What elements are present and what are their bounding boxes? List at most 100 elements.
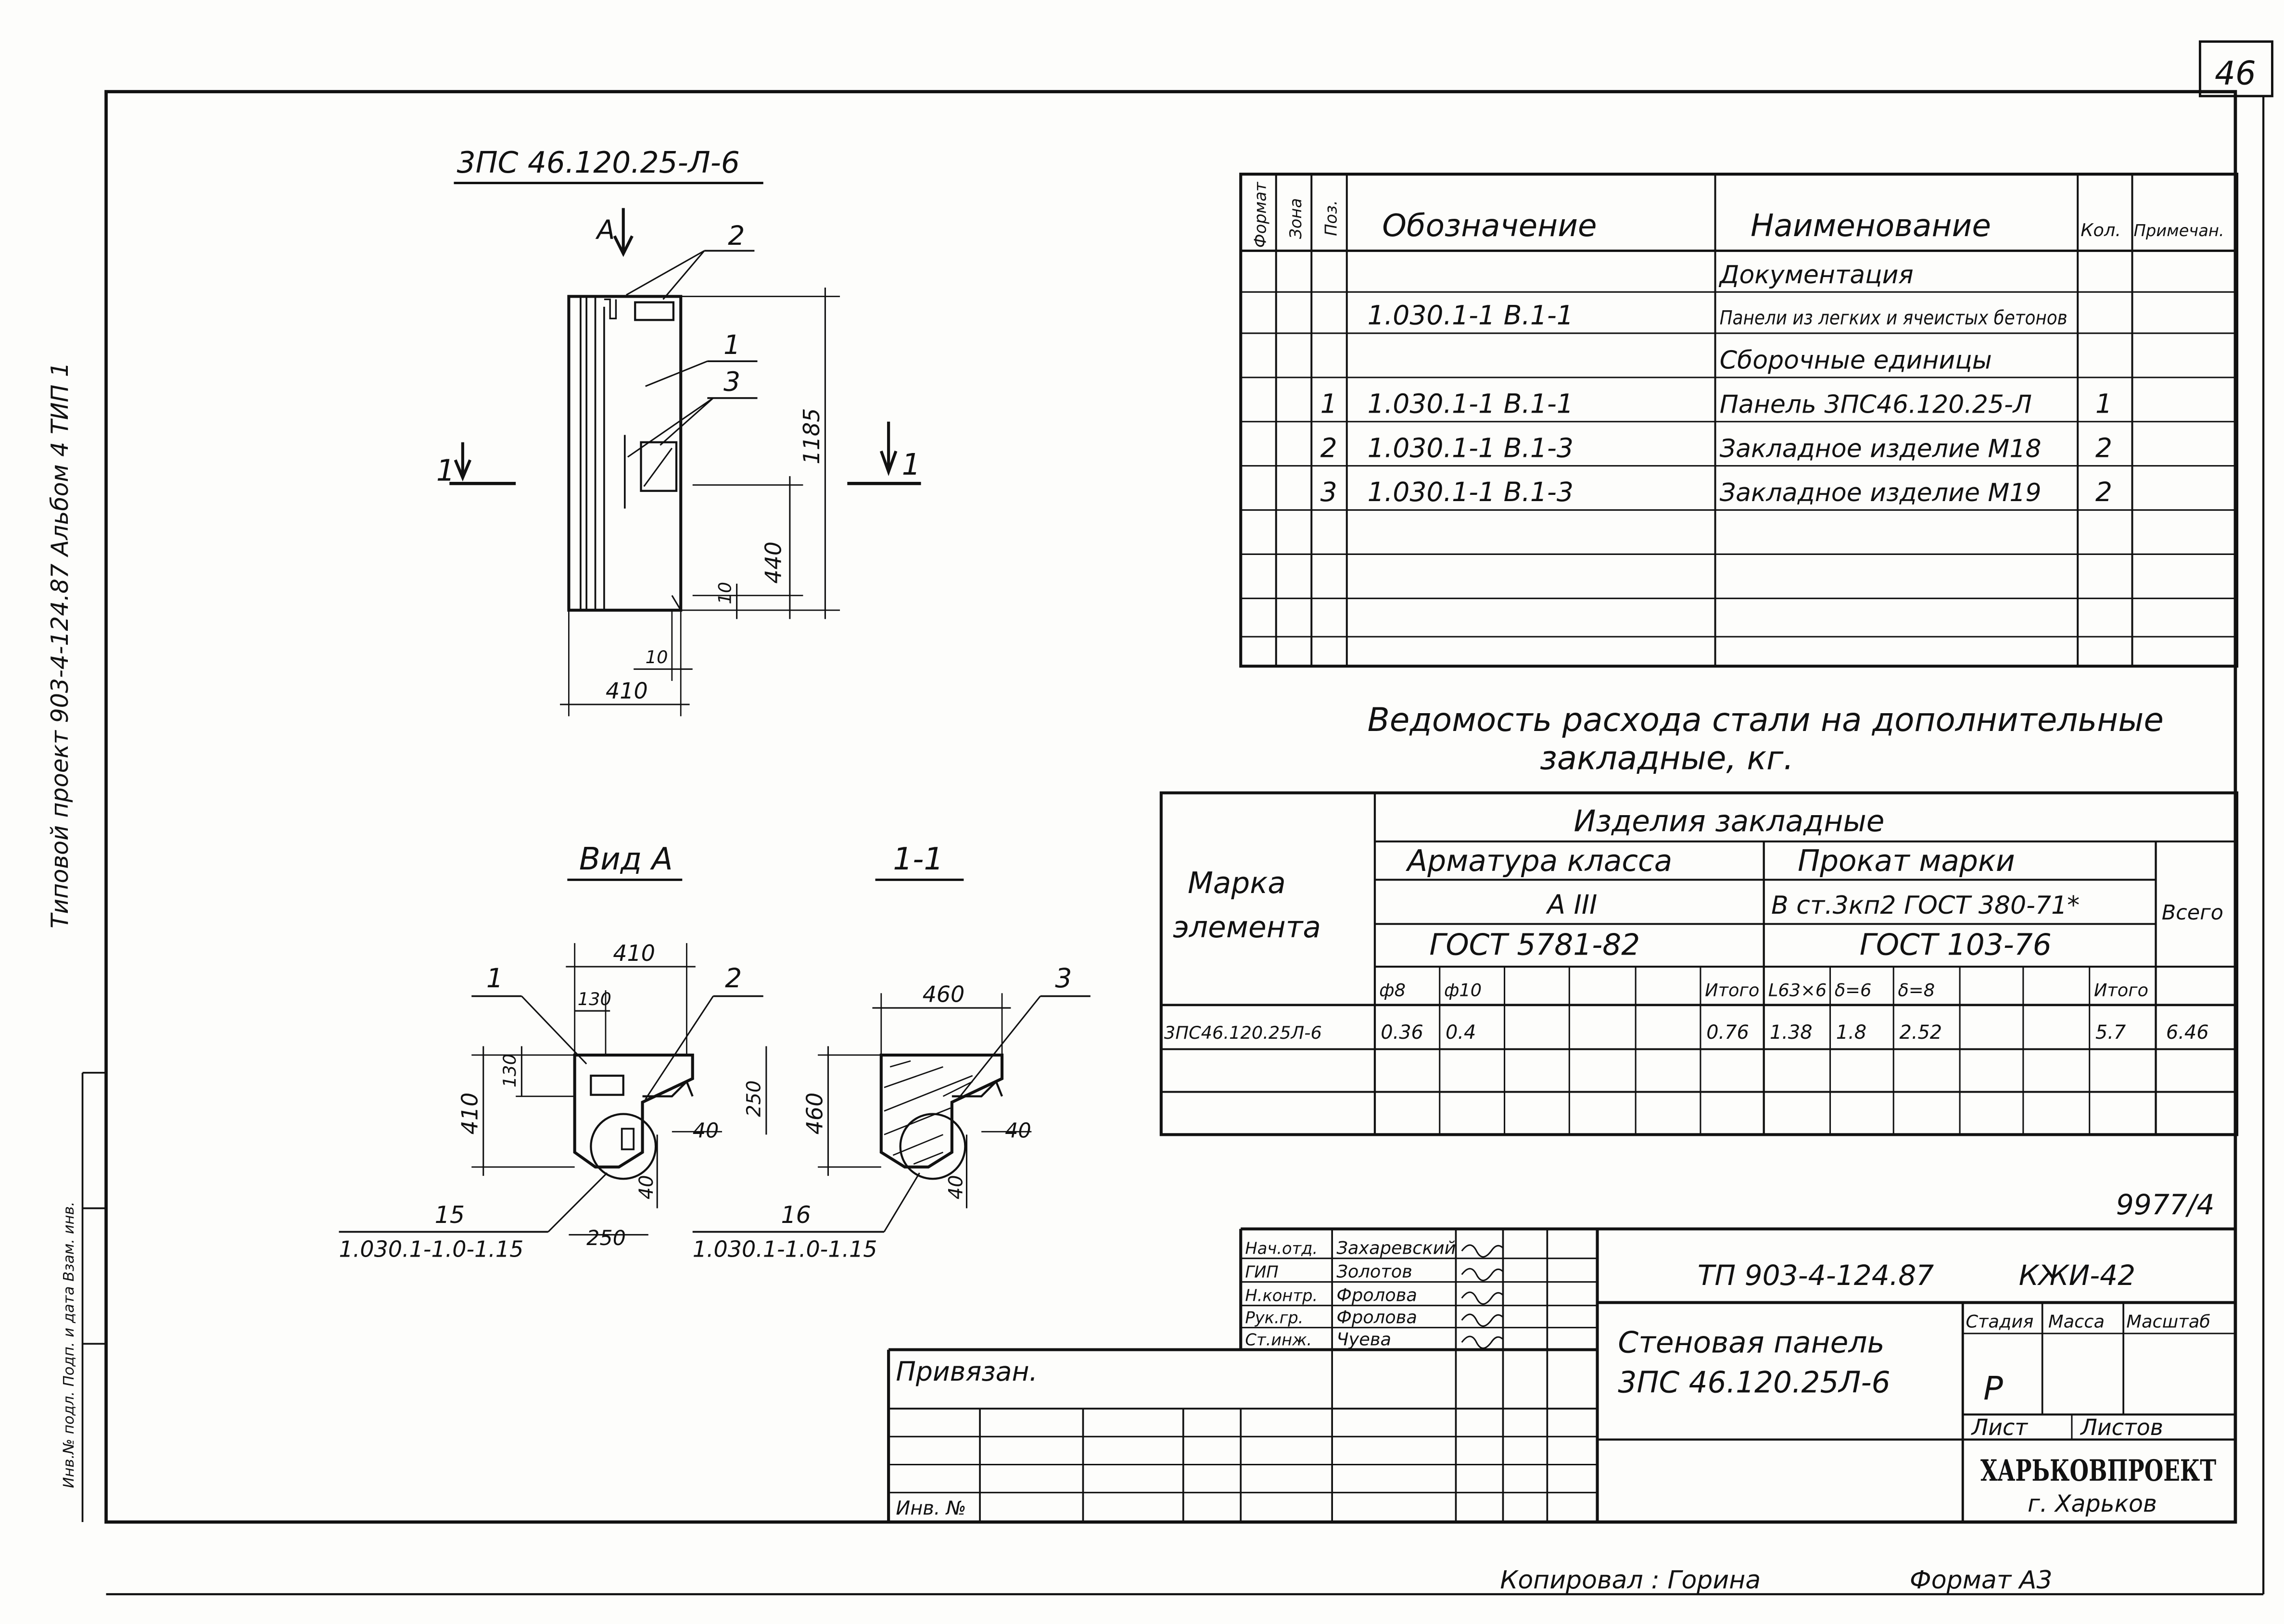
staff-name: Чуева bbox=[1336, 1329, 1391, 1349]
spec-header-pos: Поз. bbox=[1321, 200, 1340, 236]
view-a-dim-410-top: 410 bbox=[613, 940, 655, 966]
staff-name: Золотов bbox=[1336, 1261, 1412, 1282]
steel-rebar-gost: ГОСТ 5781-82 bbox=[1429, 928, 1640, 962]
callout-3-label: 3 bbox=[723, 366, 740, 397]
staff-role: ГИП bbox=[1245, 1262, 1278, 1281]
view-a-callout-1: 1 bbox=[486, 963, 503, 994]
staff-name: Захаревский bbox=[1336, 1237, 1456, 1258]
section-arrow-right-icon bbox=[879, 450, 898, 477]
title-sheets-header: Листов bbox=[2080, 1414, 2163, 1440]
view-a-title: Вид А bbox=[579, 841, 673, 877]
steel-rebar-header: Арматура класса bbox=[1405, 844, 1672, 878]
steel-row-value: 1.38 bbox=[1770, 1021, 1813, 1044]
staff-role: Н.контр. bbox=[1245, 1286, 1318, 1305]
spec-row-name: Сборочные единицы bbox=[1720, 346, 1992, 375]
steel-mark-header-2: элемента bbox=[1173, 910, 1321, 944]
spec-header-qty: Кол. bbox=[2081, 220, 2121, 240]
steel-rebar-class: А III bbox=[1546, 890, 1597, 920]
view-a-callout-2: 2 bbox=[725, 963, 742, 994]
bound-label: Привязан. bbox=[896, 1357, 1038, 1387]
side-title: Типовой проект 903-4-124.87 Альбом 4 ТИП… bbox=[46, 362, 74, 929]
view-a: Вид А 410 130 1 2 410 130 250 40 40 2 bbox=[339, 841, 767, 1262]
steel-row-value: 0.36 bbox=[1381, 1021, 1423, 1044]
steel-steel-gost: ГОСТ 103-76 bbox=[1860, 928, 2052, 962]
spec-row-designation: 1.030.1-1 В.1-3 bbox=[1368, 477, 1573, 508]
spec-row-designation: 1.030.1-1 В.1-3 bbox=[1368, 433, 1573, 464]
side-stamp: Инв.№ подл. Подп. и дата Взам. инв. bbox=[61, 1202, 77, 1488]
steel-row-value: 1.8 bbox=[1836, 1021, 1866, 1044]
page-number: 46 bbox=[2215, 54, 2256, 92]
spec-row-designation: 1.030.1-1 В.1-1 bbox=[1368, 301, 1573, 331]
dim-440: 440 bbox=[761, 541, 787, 584]
staff-name: Фролова bbox=[1336, 1284, 1417, 1305]
title-sheet-code: КЖИ-42 bbox=[2019, 1259, 2136, 1292]
spec-row-pos: 2 bbox=[1320, 433, 1337, 464]
steel-subheader: δ=8 bbox=[1898, 980, 1935, 1000]
title-scale-header: Масштаб bbox=[2126, 1311, 2210, 1332]
signature bbox=[1461, 1268, 1504, 1282]
spec-row-qty: 2 bbox=[2095, 433, 2112, 464]
view-a-detail-ref: 1.030.1-1.0-1.15 bbox=[339, 1236, 524, 1262]
spec-row-pos: 3 bbox=[1320, 477, 1337, 508]
spec-table: Формат Зона Поз. Обозначение Наименовани… bbox=[1239, 173, 2239, 668]
steel-subheader: ф10 bbox=[1444, 980, 1482, 1000]
steel-table: Ведомость расхода стали на дополнительны… bbox=[1159, 701, 2239, 1136]
section-1-1: 1-1 460 3 460 40 40 16 1.030.1-1.0-1.15 bbox=[693, 841, 1091, 1262]
spec-row-name: Панели из легких и ячеистых бетонов bbox=[1720, 307, 2068, 329]
spec-row-qty: 2 bbox=[2095, 477, 2112, 508]
dim-10-horizontal: 10 bbox=[646, 647, 668, 667]
copied-by: Копировал : Горина bbox=[1500, 1566, 1761, 1595]
view-a-dim-130-top: 130 bbox=[578, 989, 611, 1009]
steel-subheader: ф8 bbox=[1379, 980, 1406, 1000]
section-detail-number: 16 bbox=[781, 1201, 811, 1229]
spec-row-qty: 1 bbox=[2095, 389, 2112, 419]
title-stage-header: Стадия bbox=[1966, 1311, 2033, 1332]
title-block: 9977/4 Привязан. Инв. № ТП 903-4-124 bbox=[887, 1188, 2237, 1522]
organization-logo: ХАРЬКОВПРОЕКТ bbox=[1980, 1453, 2216, 1488]
steel-title-line2: закладные, кг. bbox=[1540, 739, 1794, 777]
section-arrow-left-icon bbox=[454, 459, 471, 482]
signature bbox=[1461, 1313, 1504, 1327]
steel-title-line1: Ведомость расхода стали на дополнительны… bbox=[1368, 701, 2164, 739]
spec-header-format: Формат bbox=[1251, 181, 1269, 248]
title-object-line2: 3ПС 46.120.25Л-6 bbox=[1618, 1365, 1890, 1399]
section-title: 1-1 bbox=[893, 841, 943, 877]
view-a-dim-130-side: 130 bbox=[499, 1054, 520, 1087]
section-dim-460-top: 460 bbox=[923, 982, 965, 1007]
view-a-dim-40-right: 40 bbox=[693, 1119, 719, 1143]
dim-10-vertical: 10 bbox=[714, 582, 735, 604]
format-label: Формат А3 bbox=[1910, 1566, 2053, 1595]
title-code: ТП 903-4-124.87 bbox=[1698, 1259, 1934, 1292]
spec-header-designation: Обозначение bbox=[1382, 208, 1597, 244]
steel-group-header: Изделия закладные bbox=[1574, 804, 1885, 838]
section-mark-right: 1 bbox=[902, 448, 921, 482]
steel-subheader: δ=6 bbox=[1835, 980, 1872, 1000]
steel-row-value: 0.4 bbox=[1446, 1021, 1476, 1044]
steel-subheader: Итого bbox=[1705, 980, 1759, 1000]
callout-2-label: 2 bbox=[728, 221, 745, 252]
spec-row-name: Закладное изделие М18 bbox=[1720, 434, 2042, 463]
steel-row-mark: 3ПС46.120.25Л-6 bbox=[1164, 1022, 1322, 1043]
panel-mark-title: 3ПС 46.120.25-Л-6 bbox=[457, 146, 740, 180]
steel-subheader: Итого bbox=[2094, 980, 2148, 1000]
signature bbox=[1461, 1244, 1504, 1258]
steel-row-value: 0.76 bbox=[1706, 1021, 1749, 1044]
view-a-dim-250-bottom: 250 bbox=[586, 1226, 626, 1250]
view-arrow-icon bbox=[613, 235, 634, 257]
spec-row-pos: 1 bbox=[1320, 389, 1337, 419]
order-number: 9977/4 bbox=[2116, 1188, 2215, 1221]
spec-row-name: Документация bbox=[1719, 261, 1914, 290]
title-mass-header: Масса bbox=[2048, 1311, 2105, 1332]
inv-label: Инв. № bbox=[896, 1498, 966, 1520]
section-dim-40-right: 40 bbox=[1005, 1119, 1031, 1143]
title-stage-value: Р bbox=[1983, 1370, 2003, 1408]
section-detail-ref: 1.030.1-1.0-1.15 bbox=[693, 1236, 877, 1262]
steel-steel-grade: В ст.3кп2 ГОСТ 380-71* bbox=[1771, 891, 2080, 920]
panel-elevation: 3ПС 46.120.25-Л-6 А 2 1 3 1 bbox=[436, 146, 921, 717]
section-dim-460-side: 460 bbox=[801, 1093, 827, 1135]
dim-height: 1185 bbox=[799, 408, 825, 465]
section-callout-3: 3 bbox=[1055, 963, 1072, 994]
steel-steel-header: Прокат марки bbox=[1798, 844, 2015, 878]
staff-role: Нач.отд. bbox=[1245, 1239, 1318, 1258]
